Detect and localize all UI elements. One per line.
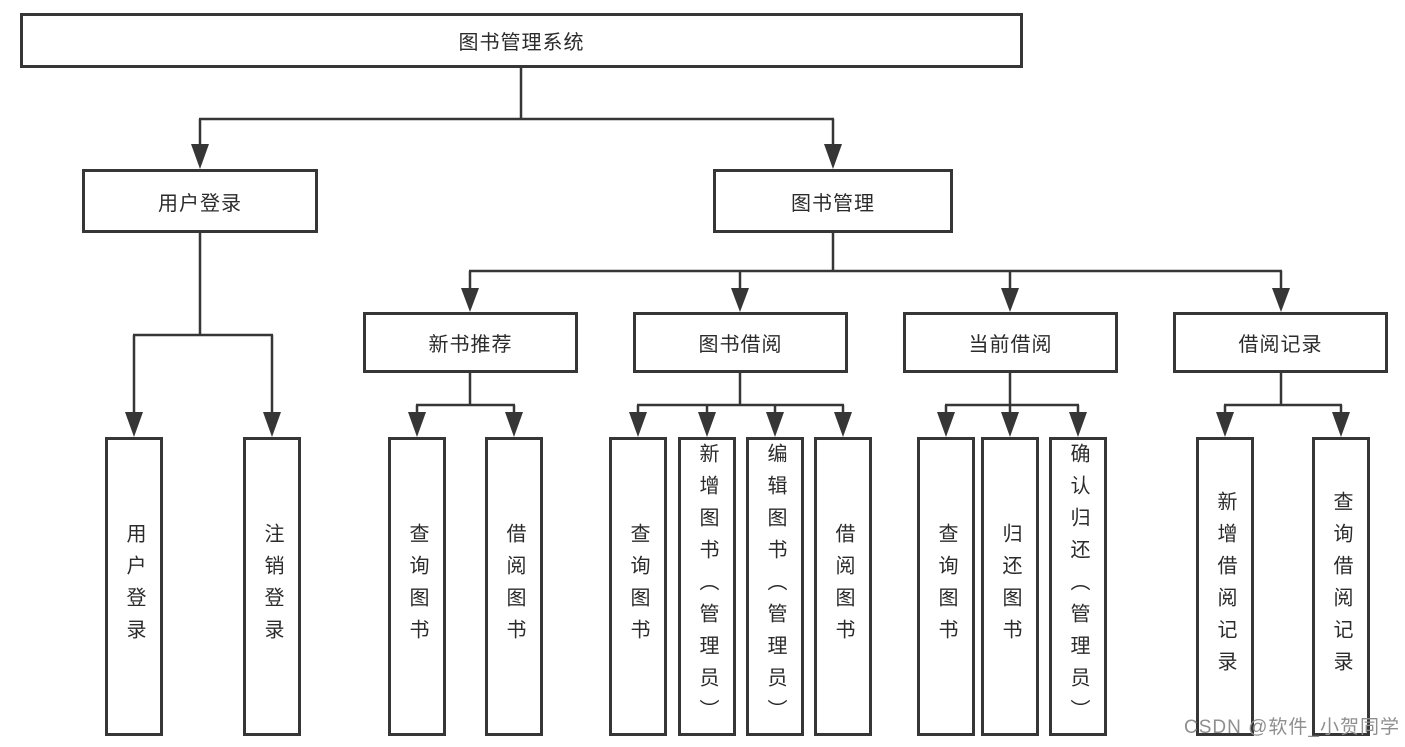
leaf-record-add: 新增借阅记录	[1196, 437, 1254, 736]
leaf-newbook-query: 查询图书	[388, 437, 446, 736]
leaf-borrow-query: 查询图书	[609, 437, 667, 736]
node-book-borrow-label: 图书借阅	[698, 334, 783, 356]
leaf-borrow-book-label: 借阅图书	[832, 522, 854, 651]
leaf-record-add-label: 新增借阅记录	[1214, 490, 1236, 683]
leaf-user-login: 用户登录	[105, 437, 163, 736]
leaf-borrow-edit: 编辑图书（管理员）	[746, 437, 804, 736]
leaf-borrow-add-label: 新增图书（管理员）	[696, 442, 718, 731]
leaf-borrow-add: 新增图书（管理员）	[678, 437, 736, 736]
leaf-user-login-label: 用户登录	[123, 522, 145, 651]
leaf-record-query: 查询借阅记录	[1312, 437, 1370, 736]
node-new-book-rec: 新书推荐	[363, 312, 578, 373]
node-user-login-branch-label: 用户登录	[158, 192, 242, 215]
leaf-borrow-book: 借阅图书	[814, 437, 872, 736]
watermark: CSDN @软件_小贺同学	[1184, 717, 1400, 738]
node-current-borrow: 当前借阅	[903, 312, 1118, 373]
leaf-logout-label: 注销登录	[261, 522, 283, 651]
node-book-mgmt-branch-label: 图书管理	[791, 192, 875, 215]
leaf-current-return-label: 归还图书	[999, 522, 1021, 651]
leaf-current-query-label: 查询图书	[935, 522, 957, 651]
node-borrow-records: 借阅记录	[1173, 312, 1388, 373]
node-user-login-branch: 用户登录	[82, 169, 318, 233]
node-current-borrow-label: 当前借阅	[968, 334, 1053, 356]
leaf-newbook-borrow-label: 借阅图书	[503, 522, 525, 651]
node-borrow-records-label: 借阅记录	[1238, 334, 1323, 356]
leaf-borrow-edit-label: 编辑图书（管理员）	[764, 442, 786, 731]
leaf-newbook-borrow: 借阅图书	[485, 437, 543, 736]
node-root: 图书管理系统	[20, 13, 1023, 68]
node-root-label: 图书管理系统	[458, 32, 585, 54]
leaf-newbook-query-label: 查询图书	[406, 522, 428, 651]
node-book-borrow: 图书借阅	[633, 312, 848, 373]
leaf-record-query-label: 查询借阅记录	[1330, 490, 1352, 683]
leaf-current-confirm: 确认归还（管理员）	[1049, 437, 1107, 736]
leaf-borrow-query-label: 查询图书	[627, 522, 649, 651]
leaf-logout: 注销登录	[243, 437, 301, 736]
node-book-mgmt-branch: 图书管理	[713, 169, 953, 233]
leaf-current-query: 查询图书	[917, 437, 975, 736]
leaf-current-return: 归还图书	[981, 437, 1039, 736]
leaf-current-confirm-label: 确认归还（管理员）	[1067, 442, 1089, 731]
node-new-book-rec-label: 新书推荐	[428, 334, 513, 356]
